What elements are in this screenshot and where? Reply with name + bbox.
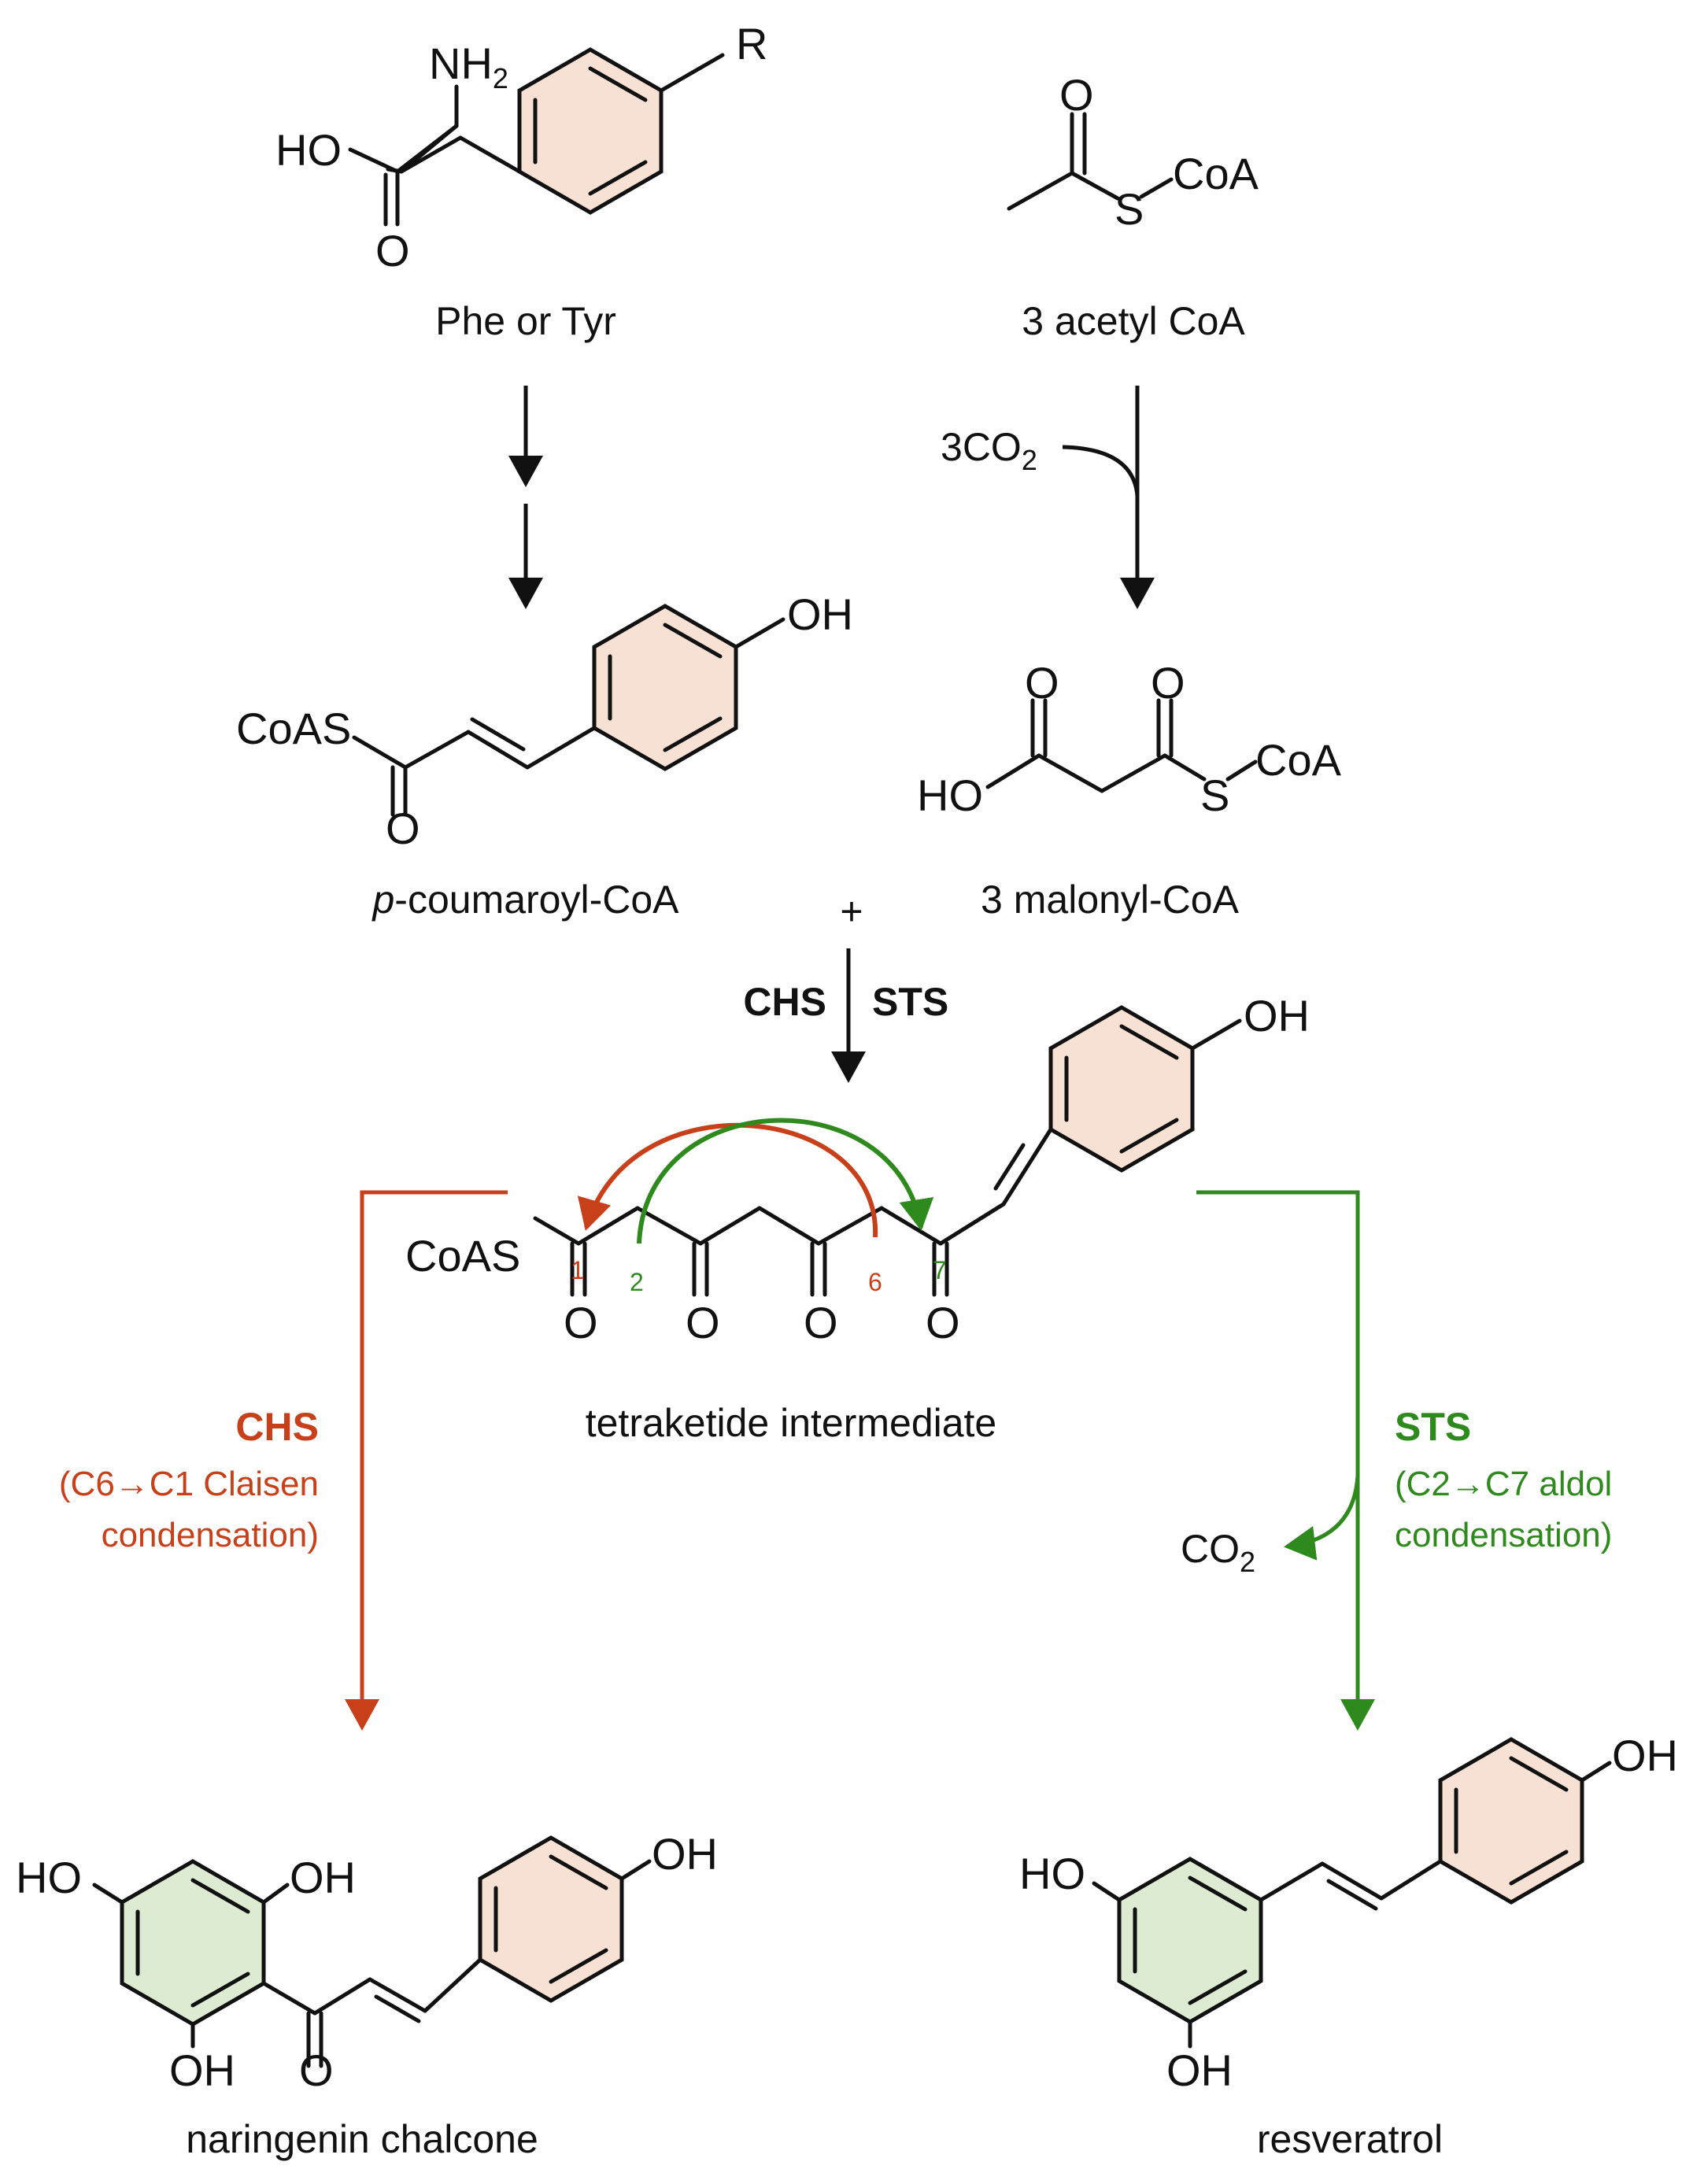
atom-coas: CoAS (405, 1231, 520, 1280)
atom-coa: CoA (1255, 735, 1342, 785)
atom-o-1: O (564, 1298, 598, 1347)
ring-inner-double-bonds (1133, 1875, 1248, 2005)
label-resveratrol: resveratrol (1257, 2117, 1443, 2161)
position-c1: 1 (571, 1256, 585, 1284)
atom-nh2: NH2 (429, 39, 508, 94)
atom-carbonyl-o: O (386, 804, 420, 853)
ring-inner-double-bonds (533, 66, 648, 196)
atom-sulfur: S (1114, 184, 1144, 234)
atom-o-3: O (804, 1298, 838, 1347)
aromatic-ring (1438, 1737, 1584, 1905)
plus-sign: + (840, 889, 863, 933)
atom-o-4: O (926, 1298, 960, 1347)
atom-r: R (736, 19, 767, 68)
aromatic-ring (517, 47, 664, 215)
ring-inner-double-bonds-2 (1454, 1756, 1569, 1886)
chs-branch-condition-1: (C6→C1 Claisen (59, 1465, 319, 1503)
label-acetyl-coa: 3 acetyl CoA (1022, 299, 1245, 343)
coumaroyl-coa-structure: OH CoAS O p-coumaroyl-CoA (236, 589, 853, 922)
atom-carbonyl-o-1: O (1025, 658, 1059, 708)
position-c2: 2 (630, 1268, 644, 1296)
atom-coas: CoAS (236, 704, 351, 753)
tetraketide-chain-bonds (533, 1018, 1242, 1297)
position-c7: 7 (933, 1256, 947, 1284)
atom-carbonyl-o: O (375, 226, 410, 275)
chs-branch-enzyme: CHS (235, 1405, 319, 1449)
label-phe-tyr: Phe or Tyr (435, 299, 616, 343)
atom-oh-top: OH (290, 1853, 356, 1902)
ring-inner-double-bonds (608, 623, 723, 752)
arrow-acetyl-to-malonyl (1062, 386, 1155, 609)
atom-ho: HO (275, 125, 342, 175)
atom-ho-top: HO (1019, 1849, 1085, 1898)
position-c6: 6 (868, 1268, 882, 1296)
chs-branch-condition-2: condensation) (102, 1516, 319, 1554)
atom-oh-para: OH (652, 1829, 718, 1879)
atom-oh: OH (1244, 991, 1310, 1040)
resorcinol-ring (1117, 1857, 1263, 2024)
label-3co2: 3CO2 (941, 425, 1037, 476)
atom-carbonyl-o-2: O (1151, 658, 1185, 708)
acetyl-coa-bonds (1007, 112, 1174, 211)
aromatic-ring (478, 1835, 624, 2003)
acetyl-coa-structure: O S CoA 3 acetyl CoA (1007, 70, 1259, 343)
atom-carbonyl-o: O (1059, 70, 1094, 120)
phe-tyr-bonds-2 (348, 84, 459, 227)
atom-ho-left: HO (16, 1853, 82, 1902)
label-malonyl-coa: 3 malonyl-CoA (981, 878, 1240, 922)
arrow-c2-to-c7-aldol (637, 1118, 934, 1244)
atom-carbonyl-o: O (299, 2045, 334, 2095)
malonyl-coa-structure: O O HO S CoA 3 malonyl-CoA (917, 658, 1342, 922)
atom-ho: HO (917, 770, 983, 820)
atom-sulfur: S (1200, 770, 1229, 820)
resorcinol-ring (120, 1859, 266, 2027)
malonyl-coa-bonds (985, 698, 1258, 793)
tetraketide-structure: OH CoAS O O O O 1 2 6 7 tetraketide inte… (405, 991, 1310, 1445)
naringenin-chalcone-structure: HO OH OH O OH naringenin chalcone (16, 1829, 718, 2161)
label-coumaroyl-coa: p-coumaroyl-CoA (371, 878, 679, 922)
chalcone-bonds (92, 1859, 652, 2068)
chs-branch-arrow (345, 1190, 508, 1731)
atom-coa: CoA (1173, 149, 1259, 198)
atom-oh: OH (787, 589, 853, 639)
ring-inner-double-bonds (1064, 1024, 1179, 1154)
aromatic-ring (592, 604, 738, 771)
ring-inner-double-bonds-2 (493, 1854, 608, 1984)
phe-tyr-structure: R NH2 HO O Phe or Tyr (275, 19, 767, 343)
label-co2-sts: CO2 (1181, 1527, 1255, 1578)
arrow-c6-to-c1-claisen (577, 1122, 878, 1238)
coumaroyl-chain-bonds (352, 617, 786, 817)
ring-inner-double-bonds (135, 1878, 250, 2008)
sts-branch-condition-1: (C2→C7 aldol (1395, 1465, 1612, 1503)
sts-branch-condition-2: condensation) (1395, 1516, 1612, 1554)
enzyme-chs: CHS (743, 980, 826, 1024)
label-naringenin-chalcone: naringenin chalcone (186, 2117, 538, 2161)
sts-branch-enzyme: STS (1395, 1405, 1471, 1449)
atom-oh-bottom: OH (169, 2045, 235, 2095)
resveratrol-structure: HO OH OH resveratrol (1019, 1731, 1678, 2161)
enzyme-sts: STS (872, 980, 948, 1024)
label-tetraketide: tetraketide intermediate (586, 1401, 997, 1445)
resveratrol-bonds (1092, 1761, 1612, 2049)
sts-branch-arrow (1196, 1190, 1375, 1731)
atom-oh-para: OH (1612, 1731, 1678, 1780)
aromatic-ring (1048, 1005, 1195, 1173)
atom-o-2: O (686, 1298, 720, 1347)
atom-oh-bottom: OH (1166, 2045, 1233, 2095)
phe-tyr-bonds (386, 53, 725, 174)
